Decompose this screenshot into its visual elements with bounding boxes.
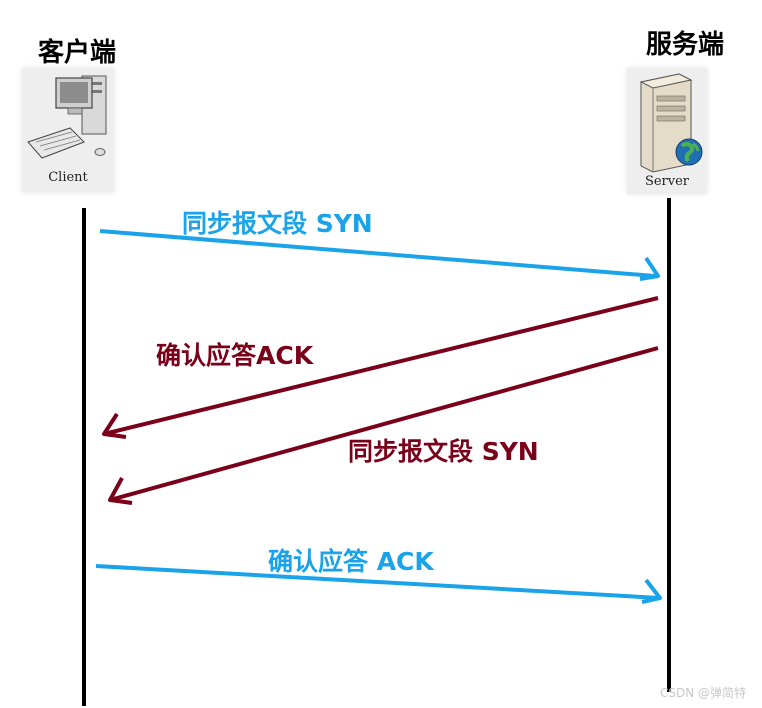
server-globe-icon xyxy=(639,73,703,173)
watermark: CSDN @弹简特 xyxy=(660,686,747,700)
client-device: Client xyxy=(22,68,114,192)
server-device: Server xyxy=(627,68,707,194)
message-arrow-3 xyxy=(108,346,659,505)
client-device-label: Client xyxy=(48,170,88,185)
message-label-2: 确认应答ACK xyxy=(156,341,314,370)
server-device-label: Server xyxy=(644,174,690,189)
message-label-4: 确认应答 ACK xyxy=(268,547,434,576)
message-arrow-4 xyxy=(95,564,662,604)
message-arrow-2 xyxy=(102,296,659,439)
server-title: 服务端 xyxy=(646,30,725,60)
message-label-3: 同步报文段 SYN xyxy=(348,437,539,466)
message-arrow-1 xyxy=(99,229,660,281)
message-label-1: 同步报文段 SYN xyxy=(182,209,373,238)
computer-icon xyxy=(27,75,107,159)
client-title: 客户端 xyxy=(38,38,117,68)
